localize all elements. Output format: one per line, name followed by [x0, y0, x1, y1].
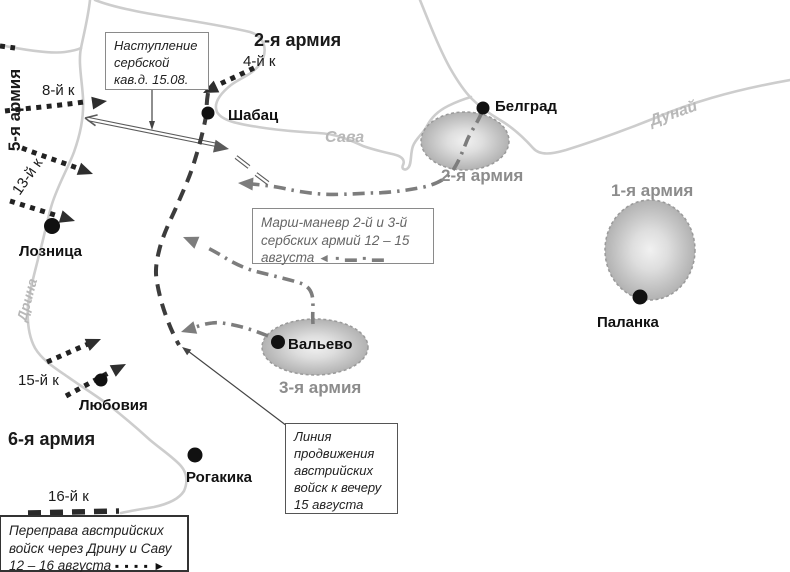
march-route-b-path: [203, 244, 315, 325]
city-label-sabac: Шабац: [228, 107, 279, 124]
austrian-front-line: [153, 92, 210, 346]
march-route-b-arrowhead-icon: [183, 236, 200, 249]
drina-river-path: [26, 0, 188, 515]
rivers-group: [0, 0, 790, 515]
corps-edge-fragment-line: [0, 43, 16, 51]
danube-river-label: Дунай: [646, 98, 700, 131]
callout-march-text: Марш-маневр 2-й и 3-й сербских армий 12 …: [261, 215, 410, 266]
corps-arrows-group: [0, 43, 256, 399]
army-2-label: 2-я армия: [254, 30, 341, 50]
sava-river-path: [93, 0, 473, 171]
march-route-c-arrowhead-icon: [181, 321, 198, 334]
army-1-gray-label: 1-я армия: [611, 181, 693, 200]
cavalry-open-arrowhead-icon: [84, 114, 98, 127]
corps-15-label: 15-й к: [18, 372, 59, 389]
city-label-loznica: Лозница: [19, 243, 83, 260]
corps-13-lower-arrowhead-icon: [58, 210, 75, 223]
callout-front-line: Линия продвижения австрийских войск к ве…: [285, 423, 398, 514]
cavalry-dash2-inner: [255, 173, 269, 184]
corps-arrowheads: [58, 80, 220, 377]
army-6-label: 6-я армия: [8, 429, 95, 449]
corps-15-lower-arrowhead-icon: [109, 364, 126, 377]
corps-16-dashed-line: [27, 508, 120, 516]
drina-tributary-path: [0, 43, 83, 54]
city-label-palanka: Паланка: [597, 314, 660, 331]
city-dot-rogatica: [187, 447, 203, 463]
army-2-gray-label: 2-я армия: [441, 166, 523, 185]
corps-4-label: 4-й к: [243, 53, 276, 70]
city-dot-belgrade: [476, 101, 490, 115]
city-dot-ljubovija: [94, 373, 108, 387]
corps-13-upper-arrowhead-icon: [76, 162, 93, 175]
frontline-callout-pointer-line: [187, 350, 288, 427]
callout-crossing-text: Переправа австрийских войск через Дрину …: [9, 523, 172, 572]
cavalry-callout-arrowhead-icon: [149, 121, 155, 130]
city-dots-group: [44, 101, 648, 463]
army-3-gray-label: 3-я армия: [279, 378, 361, 397]
march-route-c-path: [195, 320, 269, 338]
frontline-callout-arrowhead-icon: [182, 347, 192, 356]
cavalry-solid-arrowhead-icon: [213, 139, 229, 153]
callout-cavalry-text: Наступление сербской кав.д. 15.08.: [114, 38, 198, 87]
city-dot-valjevo: [271, 335, 285, 349]
march-route-a-arrowhead-icon: [238, 177, 254, 191]
city-label-rogatica: Рогакика: [186, 469, 253, 486]
cavalry-dash1-inner: [235, 156, 250, 168]
crossing-dotted-arrow-icon: ▪ ▪ ▪ ▪ ►: [114, 559, 167, 572]
city-label-belgrade: Белград: [495, 98, 557, 115]
corps-8-arrowhead-icon: [91, 96, 107, 110]
march-dashdot-arrow-icon: ◄ ▪ ▬ ▪ ▬: [318, 251, 385, 266]
corps-15-upper-arrowhead-icon: [84, 338, 101, 351]
callout-march-maneuver: Марш-маневр 2-й и 3-й сербских армий 12 …: [252, 208, 434, 266]
corps-15-upper-dotted-line: [45, 341, 90, 365]
city-dot-sabac: [201, 106, 215, 120]
army1-position-blob: [604, 199, 696, 301]
corps-13-label: 13-й к: [9, 155, 47, 199]
callout-front-line-text: Линия продвижения австрийских войск к ве…: [294, 429, 382, 512]
sava-river-label: Сава: [325, 129, 364, 146]
army-5-label: 5-я армия: [5, 69, 24, 151]
callout-pointers: [149, 90, 288, 427]
cavalry-line-inner: [87, 117, 218, 147]
march-route-a-path: [251, 111, 484, 197]
callout-crossing-legend: Переправа австрийских войск через Дрину …: [0, 515, 189, 572]
corps-16-label: 16-й к: [48, 488, 89, 505]
city-label-valjevo: Вальево: [288, 336, 352, 353]
cavalry-advance-group: [84, 114, 270, 185]
corps-13-lower-dotted-line: [9, 198, 59, 219]
city-dot-loznica: [44, 218, 60, 234]
callout-cavalry-advance: Наступление сербской кав.д. 15.08.: [105, 32, 209, 90]
city-dot-palanka: [632, 289, 648, 305]
corps-8-label: 8-й к: [42, 82, 75, 99]
army3-position-blob: [261, 318, 369, 376]
march-route-arrowheads: [181, 177, 254, 334]
danube-river-path: [418, 0, 790, 155]
city-label-ljubovija: Любовия: [79, 397, 148, 414]
corps-13-upper-dotted-line: [21, 145, 81, 172]
march-routes-group: [195, 111, 484, 338]
drina-river-label: Дрина: [13, 276, 40, 323]
